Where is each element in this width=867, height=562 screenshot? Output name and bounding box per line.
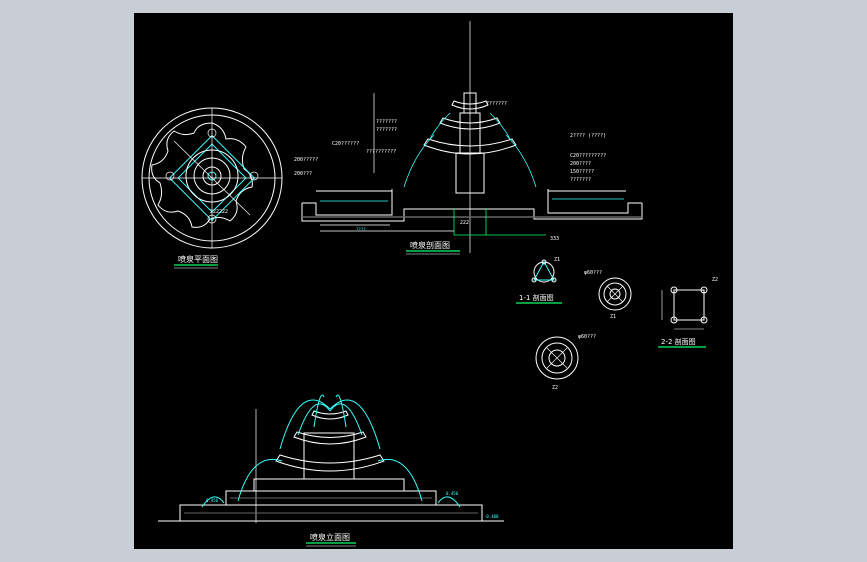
fountain-section-view bbox=[301, 21, 643, 253]
section-note-top: ??????? bbox=[486, 101, 507, 107]
z2-diameter-note: φ60??? bbox=[578, 334, 596, 340]
section-title: 喷泉剖面图 bbox=[410, 240, 450, 250]
plan-tag-text: 222222 bbox=[210, 209, 228, 215]
section-2-2-z2-label: Z2 bbox=[712, 277, 718, 283]
elevation-level-end: -0.400 bbox=[484, 514, 499, 519]
z2-label: Z2 bbox=[552, 385, 558, 391]
cad-drawing: 222222 喷泉平面图 bbox=[141, 21, 718, 547]
section-note-left-6: 200??? bbox=[294, 171, 312, 177]
section-2-2-title: 2-2 剖面图 bbox=[661, 337, 696, 346]
z1-detail bbox=[598, 277, 632, 311]
elevation-level-left: 0.450 bbox=[206, 498, 219, 503]
fountain-elevation-view bbox=[158, 394, 504, 523]
section-note-right-2: C20????????? bbox=[570, 153, 606, 159]
section-note-left-1: ??????? bbox=[376, 119, 397, 125]
z2-detail bbox=[535, 336, 579, 380]
plan-title: 喷泉平面图 bbox=[178, 254, 218, 264]
section-note-222: 222 bbox=[460, 220, 469, 226]
cad-drawing-viewport[interactable]: 222222 喷泉平面图 bbox=[134, 13, 733, 549]
z1-label: Z1 bbox=[610, 314, 616, 320]
section-1-1-title: 1-1 剖面图 bbox=[519, 293, 554, 302]
fountain-plan-view bbox=[141, 107, 283, 249]
section-1-1-z1-label: Z1 bbox=[554, 257, 560, 263]
section-note-left-5: 200????? bbox=[294, 157, 318, 163]
section-note-left-4: ?????????? bbox=[366, 149, 396, 155]
section-note-right-1: 2???? (????) bbox=[570, 133, 606, 139]
section-note-right-4: 150????? bbox=[570, 169, 594, 175]
section-note-right-3: 200???? bbox=[570, 161, 591, 167]
section-1-1-detail bbox=[531, 259, 557, 283]
elevation-title: 喷泉立面图 bbox=[310, 532, 350, 542]
section-note-333: 333 bbox=[550, 236, 559, 242]
plan-flower-outline bbox=[151, 122, 253, 228]
section-dimension-text: ???? bbox=[356, 227, 366, 232]
section-2-2-detail bbox=[661, 286, 708, 330]
section-note-left-3: C20?????? bbox=[332, 141, 359, 147]
z1-diameter-note: φ60??? bbox=[584, 270, 602, 276]
elevation-level-right: 0.450 bbox=[446, 491, 459, 496]
section-note-right-5: ??????? bbox=[570, 177, 591, 183]
section-note-left-2: ??????? bbox=[376, 127, 397, 133]
